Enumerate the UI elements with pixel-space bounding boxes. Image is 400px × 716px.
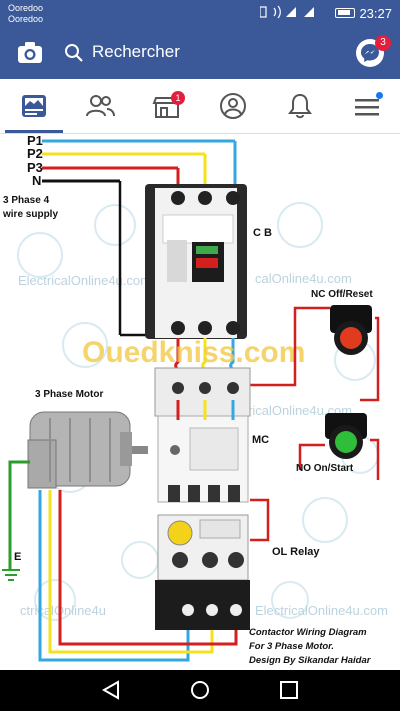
menu-icon [355, 99, 379, 116]
post-image[interactable]: ElectricalOnline4u.com calOnline4u.com r… [0, 133, 400, 670]
watermark-text: ctricalOnline4u [20, 603, 106, 618]
label-no: NO On/Start [296, 463, 354, 474]
battery-icon [335, 8, 355, 18]
watermark-text: ricalOnline4u.com [248, 403, 352, 418]
carrier-2: Ooredoo [8, 14, 44, 24]
caption-line-3: Design By Sikandar Haidar [249, 655, 372, 666]
profile-icon [220, 93, 246, 119]
watermark-text: ElectricalOnline4u.com [255, 603, 388, 618]
home-icon[interactable] [191, 681, 209, 699]
menu-notification-dot [376, 92, 383, 99]
friends-icon [86, 95, 115, 117]
search-bar[interactable]: Rechercher [62, 37, 342, 69]
camera-icon[interactable] [16, 39, 44, 67]
carrier-1: Ooredoo [8, 3, 44, 13]
caption-line-1: Contactor Wiring Diagram [249, 627, 367, 638]
label-p1: P1 [27, 134, 43, 148]
system-nav-bar [0, 670, 400, 711]
tab-menu[interactable] [350, 89, 384, 123]
label-ol: OL Relay [272, 546, 320, 558]
tab-news-feed[interactable] [5, 89, 63, 133]
newsfeed-icon [22, 95, 46, 117]
no-pushbutton [325, 413, 367, 459]
marketplace-badge: 1 [171, 91, 185, 105]
label-supply-2: wire supply [2, 209, 58, 220]
recents-icon[interactable] [280, 681, 298, 699]
watermark-text: calOnline4u.com [255, 271, 352, 286]
tab-friends[interactable] [83, 89, 117, 123]
label-earth: E [14, 551, 21, 563]
label-cb: C B [253, 227, 272, 239]
nav-buttons [101, 680, 298, 700]
clock: 23:27 [359, 6, 392, 21]
signal-strength-icon [259, 5, 314, 19]
three-phase-motor [27, 411, 148, 489]
search-placeholder: Rechercher [92, 42, 180, 61]
label-n: N [32, 173, 41, 188]
label-motor: 3 Phase Motor [35, 389, 103, 400]
tab-notifications[interactable] [283, 89, 317, 123]
messenger-badge: 3 [375, 35, 391, 51]
bell-icon [288, 93, 312, 119]
contactor [154, 367, 251, 503]
label-mc: MC [252, 434, 269, 446]
messenger-icon [361, 44, 379, 62]
nc-pushbutton [330, 305, 372, 355]
status-bar: Ooredoo Ooredoo 23:27 [0, 0, 400, 27]
label-supply-1: 3 Phase 4 [3, 195, 50, 206]
watermark-text: ElectricalOnline4u.com [18, 273, 151, 288]
label-nc: NC Off/Reset [311, 289, 373, 300]
search-icon [65, 44, 83, 62]
caption-line-2: For 3 Phase Motor. [249, 641, 334, 652]
label-p2: P2 [27, 146, 43, 161]
signal-icons [259, 5, 340, 22]
watermark-ouedkniss: Ouedkniss.com [82, 336, 305, 369]
app-header: Rechercher 3 [0, 27, 400, 79]
circuit-breaker [145, 184, 247, 339]
label-p3: P3 [27, 160, 43, 175]
wiring-diagram: ElectricalOnline4u.com calOnline4u.com r… [2, 133, 388, 666]
back-icon[interactable] [101, 680, 119, 700]
overload-relay [155, 514, 250, 630]
tab-bar: 1 [0, 79, 400, 134]
tab-profile[interactable] [216, 89, 250, 123]
